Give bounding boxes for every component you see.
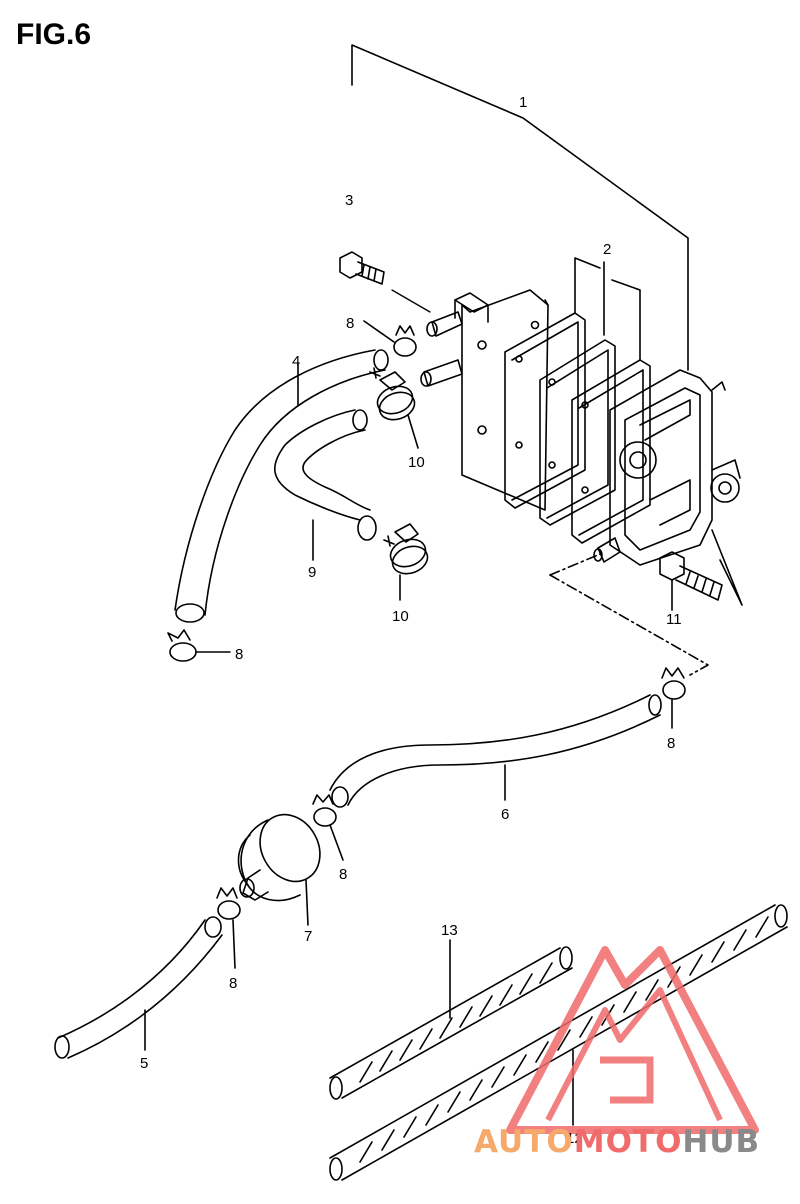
callout-8-right: 8 <box>667 735 675 752</box>
callout-6: 6 <box>501 806 509 823</box>
watermark-text: AUTOMOTOHUB <box>474 1124 760 1160</box>
callout-8-filter-top: 8 <box>339 866 347 883</box>
callout-4: 4 <box>292 353 300 370</box>
clip-8-upper <box>363 320 417 357</box>
callout-1: 1 <box>519 94 527 111</box>
fuel-filter-7 <box>237 813 321 926</box>
hose-5 <box>54 916 223 1059</box>
callout-8-upper: 8 <box>346 315 354 332</box>
watermark-part-moto: MOTO <box>574 1124 683 1160</box>
hose-4 <box>174 349 389 623</box>
clip-8-filter-top <box>312 794 344 861</box>
leader-1 <box>351 44 689 371</box>
callout-2: 2 <box>603 241 611 258</box>
pump-cover <box>549 369 743 676</box>
figure-title: FIG.6 <box>16 18 92 51</box>
callout-8-left: 8 <box>235 646 243 663</box>
watermark-part-hub: HUB <box>682 1124 760 1160</box>
callout-13: 13 <box>441 922 458 939</box>
callout-3: 3 <box>345 192 353 209</box>
callout-8-filter-bottom: 8 <box>229 975 237 992</box>
callout-9: 9 <box>308 564 316 581</box>
callout-5: 5 <box>140 1055 148 1072</box>
callout-7: 7 <box>304 928 312 945</box>
hose-6 <box>329 694 662 808</box>
gasket-stack-2 <box>504 257 651 544</box>
bolt-3 <box>339 251 431 313</box>
clip-8-left <box>167 629 231 662</box>
callout-12: 12 <box>566 1130 583 1147</box>
spiral-wrap-13 <box>329 939 573 1100</box>
hose-9 <box>273 409 377 561</box>
watermark-logo <box>506 946 759 1134</box>
watermark-part-auto: AUTO <box>474 1124 574 1160</box>
bolt-11 <box>659 551 723 611</box>
callout-11: 11 <box>666 611 682 628</box>
hose-clamp-10-lower <box>383 523 429 601</box>
callout-10-upper: 10 <box>408 454 425 471</box>
pump-body <box>420 289 549 511</box>
hose-clamp-10-upper <box>369 367 419 449</box>
clip-8-right <box>661 667 686 729</box>
clip-8-filter-bottom <box>216 887 241 969</box>
callout-10-lower: 10 <box>392 608 409 625</box>
